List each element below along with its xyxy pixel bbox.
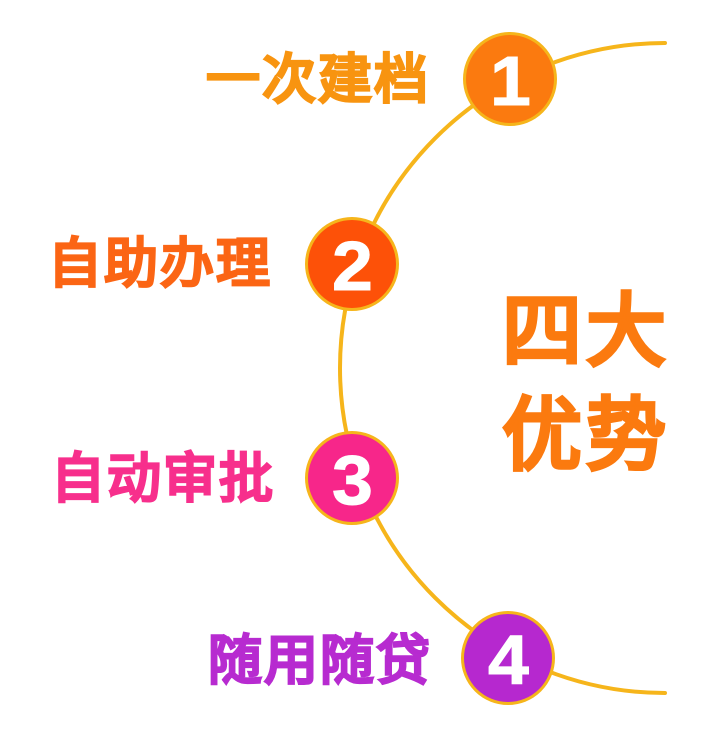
title-line-2: 优势: [501, 388, 670, 483]
step-3-label: 自动审批: [50, 447, 275, 510]
diagram-title: 四大 优势: [501, 280, 682, 488]
step-4-number: 4: [487, 621, 529, 699]
step-4-label: 随用随贷: [207, 629, 432, 692]
step-1-badge: 1: [463, 32, 557, 126]
step-3-number: 3: [331, 441, 373, 519]
title-line-1: 四大: [501, 284, 670, 379]
step-1-number: 1: [489, 42, 531, 120]
step-2-number: 2: [331, 227, 373, 305]
step-1-label: 一次建档: [205, 48, 430, 111]
step-2-label: 自助办理: [47, 232, 272, 295]
step-3-badge: 3: [305, 431, 399, 525]
step-4-badge: 4: [461, 611, 555, 705]
step-2-badge: 2: [305, 217, 399, 311]
